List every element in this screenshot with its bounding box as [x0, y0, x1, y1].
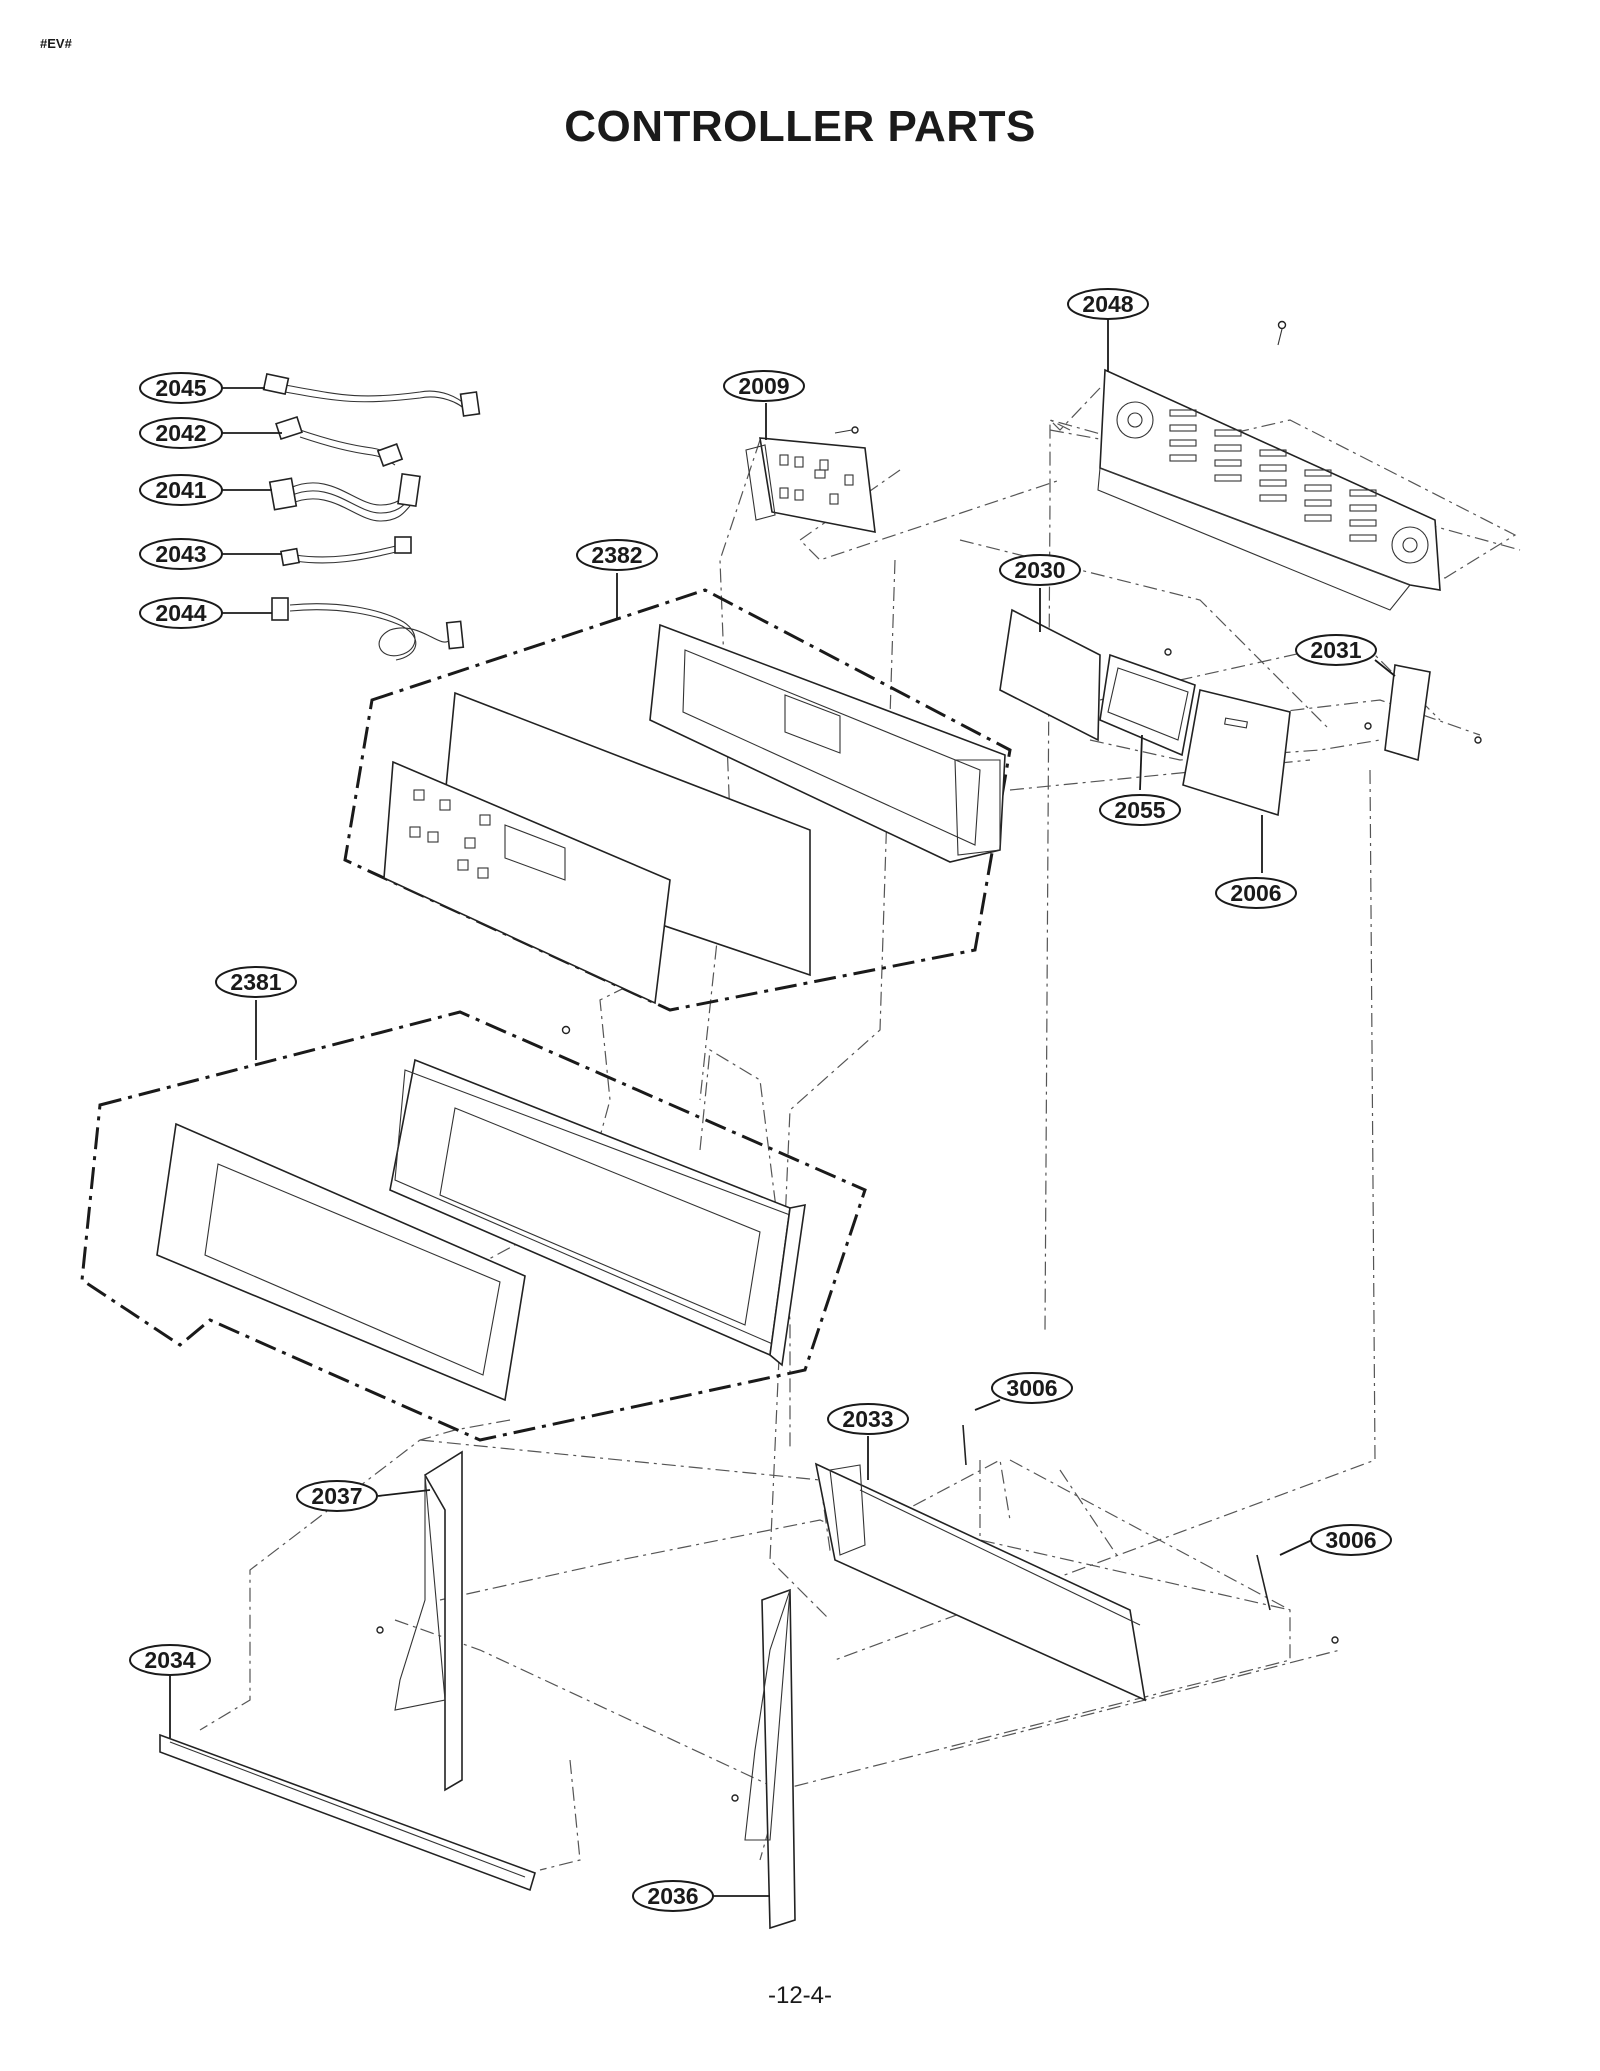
callout-2030: 2030 — [999, 554, 1081, 586]
callout-2006: 2006 — [1215, 877, 1297, 909]
wire-harness-2044 — [271, 597, 465, 661]
svg-text:2382: 2382 — [591, 542, 642, 568]
callout-3006-upper: 3006 — [991, 1372, 1073, 1404]
rear-rail-2033 — [814, 1462, 1147, 1702]
wire-harness-2045 — [262, 372, 481, 417]
control-trim-assembly-2381 — [80, 1010, 867, 1442]
callout-3006-lower: 3006 — [1310, 1524, 1392, 1556]
bracket-2055 — [1099, 648, 1196, 757]
callout-2031: 2031 — [1295, 634, 1377, 666]
control-panel-assembly-2382 — [343, 588, 1012, 1012]
callout-2036: 2036 — [632, 1880, 714, 1912]
svg-text:2043: 2043 — [155, 541, 206, 567]
svg-text:2055: 2055 — [1114, 797, 1165, 823]
svg-text:2009: 2009 — [738, 373, 789, 399]
document-code: #EV# — [40, 36, 72, 51]
pcb-2009 — [745, 426, 876, 533]
page-title: CONTROLLER PARTS — [564, 102, 1036, 151]
side-bracket-2037 — [376, 1450, 463, 1792]
svg-text:2036: 2036 — [647, 1883, 698, 1909]
svg-text:2044: 2044 — [155, 600, 206, 626]
callout-2044: 2044 — [139, 597, 223, 629]
board-2006 — [1182, 689, 1291, 817]
callout-2045: 2045 — [139, 372, 223, 404]
callout-2382: 2382 — [576, 539, 658, 571]
svg-text:2048: 2048 — [1082, 291, 1133, 317]
assembly-guide-lines — [199, 387, 1521, 1871]
callout-2048: 2048 — [1067, 288, 1149, 320]
svg-text:2031: 2031 — [1310, 637, 1361, 663]
callout-2055: 2055 — [1099, 794, 1181, 826]
callout-2041: 2041 — [139, 474, 223, 506]
wire-harness-2042 — [275, 415, 404, 467]
callout-2043: 2043 — [139, 538, 223, 570]
svg-text:2006: 2006 — [1230, 880, 1281, 906]
callout-2381: 2381 — [215, 966, 297, 998]
wire-harness-2043 — [279, 536, 412, 567]
side-bracket-2036 — [731, 1588, 796, 1930]
svg-text:2045: 2045 — [155, 375, 206, 401]
wire-harness-2041 — [268, 472, 421, 522]
board-2030 — [999, 608, 1101, 742]
callout-2033: 2033 — [827, 1403, 909, 1435]
leader-lines — [169, 318, 1396, 1897]
callout-2034: 2034 — [129, 1644, 211, 1676]
svg-text:2034: 2034 — [144, 1647, 195, 1673]
svg-text:3006: 3006 — [1006, 1375, 1057, 1401]
callout-2042: 2042 — [139, 417, 223, 449]
svg-text:2381: 2381 — [230, 969, 281, 995]
callout-2009: 2009 — [723, 370, 805, 402]
page-number: -12-4- — [767, 1982, 833, 2009]
svg-text:2042: 2042 — [155, 420, 206, 446]
svg-text:2030: 2030 — [1014, 557, 1065, 583]
pins-3006 — [962, 1424, 1339, 1644]
svg-text:2033: 2033 — [842, 1406, 893, 1432]
callout-2037: 2037 — [296, 1480, 378, 1512]
svg-text:2041: 2041 — [155, 477, 206, 503]
front-rail-2034 — [159, 1733, 536, 1892]
svg-text:2037: 2037 — [311, 1483, 362, 1509]
svg-text:3006: 3006 — [1325, 1527, 1376, 1553]
board-2031 — [1364, 664, 1482, 762]
rear-cover-2048 — [1097, 320, 1441, 611]
